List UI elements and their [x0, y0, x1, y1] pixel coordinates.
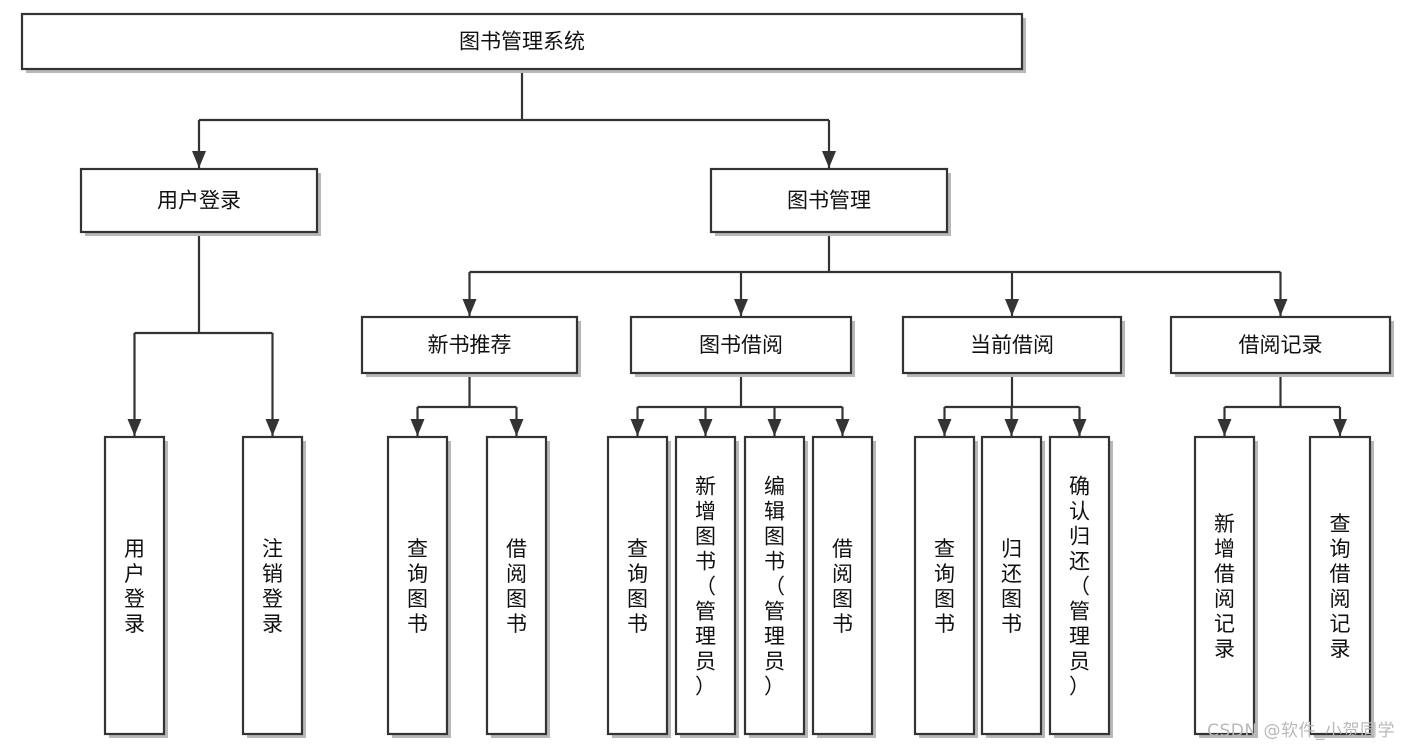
edge-user-login-arrowhead-1: [265, 419, 280, 436]
node-leaf-user-logout-box: [241, 435, 304, 736]
edge-book-manage-arrowhead-3: [1273, 299, 1288, 316]
node-leaf-add-book-box: [674, 435, 737, 736]
node-book-manage-label: 图书管理: [787, 189, 871, 213]
node-new-book-rec-label: 新书推荐: [428, 333, 512, 357]
node-leaf-query-book-borrow[interactable]: 查询图书: [606, 435, 671, 738]
edge-book-borrow-arrowhead-1: [698, 419, 713, 436]
node-book-manage-box: [709, 167, 949, 234]
node-leaf-query-book-rec[interactable]: 查询图书: [386, 435, 451, 738]
edge-borrow-record-arrowhead-0: [1217, 419, 1232, 436]
edge-current-borrow-arrowhead-0: [937, 419, 952, 436]
edge-book-borrow-arrowhead-2: [767, 419, 782, 436]
node-leaf-edit-book-box: [743, 435, 806, 736]
node-user-login[interactable]: 用户登录: [79, 167, 321, 236]
node-leaf-add-record-box: [1193, 435, 1256, 736]
node-leaf-confirm-return[interactable]: 确认归还（管理员）: [1048, 435, 1113, 738]
node-leaf-borrow-book-box: [811, 435, 874, 736]
edge-new-book-rec-arrowhead-0: [410, 419, 425, 436]
node-user-login-box: [79, 167, 319, 234]
node-leaf-add-book-label: 新增图书（管理员）: [695, 475, 716, 699]
node-leaf-add-book[interactable]: 新增图书（管理员）: [674, 435, 739, 738]
node-book-borrow[interactable]: 图书借阅: [629, 315, 855, 377]
node-leaf-borrow-book-rec[interactable]: 借阅图书: [485, 435, 550, 738]
node-book-borrow-label: 图书借阅: [699, 333, 783, 357]
edge-borrow-record-arrowhead-1: [1333, 419, 1347, 436]
node-leaf-query-book-borrow-box: [606, 435, 669, 736]
node-leaf-query-book-cur-box: [913, 435, 976, 736]
node-root-book-management-system-label: 图书管理系统: [459, 30, 585, 54]
node-leaf-return-book-box: [980, 435, 1043, 736]
node-leaf-borrow-book-label: 借阅图书: [832, 537, 853, 636]
node-current-borrow[interactable]: 当前借阅: [901, 315, 1125, 377]
node-leaf-query-record-label: 查询借阅记录: [1330, 512, 1351, 661]
node-book-manage[interactable]: 图书管理: [709, 167, 951, 236]
node-leaf-edit-book-label: 编辑图书（管理员）: [764, 475, 785, 699]
edge-current-borrow-arrowhead-1: [1004, 419, 1019, 436]
edge-book-borrow-arrowhead-3: [835, 419, 850, 436]
node-leaf-add-record[interactable]: 新增借阅记录: [1193, 435, 1258, 738]
edge-book-manage-arrowhead-0: [462, 299, 477, 316]
node-leaf-add-record-label: 新增借阅记录: [1214, 512, 1235, 661]
node-root-book-management-system-box: [20, 12, 1024, 71]
node-leaf-confirm-return-box: [1048, 435, 1111, 736]
edge-user-login-arrowhead-0: [127, 419, 142, 436]
edge-book-manage-arrowhead-2: [1005, 299, 1019, 316]
node-borrow-record-label: 借阅记录: [1239, 333, 1323, 357]
node-user-login-label: 用户登录: [157, 189, 241, 213]
node-leaf-query-book-rec-box: [386, 435, 449, 736]
node-leaf-query-book-cur-label: 查询图书: [934, 537, 955, 636]
node-leaf-return-book-label: 归还图书: [1001, 537, 1022, 636]
node-book-borrow-box: [629, 315, 853, 375]
node-leaf-query-book-rec-label: 查询图书: [407, 537, 428, 636]
node-current-borrow-label: 当前借阅: [970, 333, 1054, 357]
node-leaf-borrow-book[interactable]: 借阅图书: [811, 435, 876, 738]
node-root-book-management-system[interactable]: 图书管理系统: [20, 12, 1026, 73]
node-leaf-query-record[interactable]: 查询借阅记录: [1308, 435, 1374, 738]
node-leaf-user-login-box: [103, 435, 166, 736]
node-leaf-confirm-return-label: 确认归还（管理员）: [1069, 475, 1090, 699]
nodes-layer: 图书管理系统用户登录图书管理新书推荐图书借阅当前借阅借阅记录用户登录注销登录查询…: [20, 12, 1394, 738]
edge-root-arrowhead-0: [192, 151, 206, 168]
edges-layer: [127, 69, 1347, 436]
node-new-book-rec[interactable]: 新书推荐: [360, 315, 581, 377]
node-leaf-query-record-box: [1308, 435, 1372, 736]
node-leaf-borrow-book-rec-label: 借阅图书: [506, 537, 527, 636]
node-leaf-user-logout-label: 注销登录: [262, 537, 283, 636]
edge-book-borrow-arrowhead-0: [630, 419, 645, 436]
node-borrow-record[interactable]: 借阅记录: [1169, 315, 1394, 377]
node-current-borrow-box: [901, 315, 1123, 375]
watermark-label: CSDN @软件_小贺同学: [1207, 721, 1395, 741]
node-leaf-user-login-label: 用户登录: [124, 537, 145, 636]
node-leaf-user-login[interactable]: 用户登录: [103, 435, 168, 738]
node-leaf-query-book-cur[interactable]: 查询图书: [913, 435, 978, 738]
edge-book-manage-arrowhead-1: [734, 299, 748, 316]
node-borrow-record-box: [1169, 315, 1392, 375]
edge-current-borrow-arrowhead-2: [1072, 419, 1087, 436]
edge-new-book-rec-arrowhead-1: [509, 419, 524, 436]
node-leaf-query-book-borrow-label: 查询图书: [627, 537, 648, 636]
node-leaf-edit-book[interactable]: 编辑图书（管理员）: [743, 435, 808, 738]
node-leaf-return-book[interactable]: 归还图书: [980, 435, 1045, 738]
node-leaf-borrow-book-rec-box: [485, 435, 548, 736]
node-new-book-rec-box: [360, 315, 579, 375]
edge-root-arrowhead-1: [822, 151, 836, 168]
node-leaf-user-logout[interactable]: 注销登录: [241, 435, 306, 738]
